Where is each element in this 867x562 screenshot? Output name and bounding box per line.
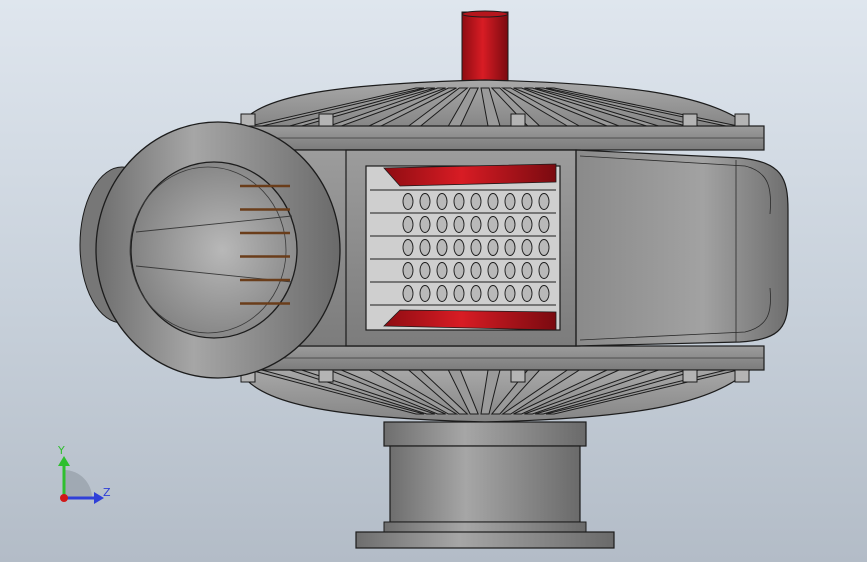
- arrester-hole: [504, 193, 516, 210]
- arrester-hole: [453, 239, 465, 256]
- bolt-head: [510, 113, 526, 127]
- arrester-hole: [436, 193, 448, 210]
- arrester-hole: [487, 193, 499, 210]
- upper-flange[interactable]: [235, 125, 765, 151]
- arrester-hole: [504, 239, 516, 256]
- lower-flange[interactable]: [235, 345, 765, 371]
- arrester-hole: [402, 216, 414, 233]
- arrester-hole: [504, 262, 516, 279]
- arrester-hole: [453, 193, 465, 210]
- arrester-hole: [470, 193, 482, 210]
- arrester-hole: [504, 285, 516, 302]
- arrester-hole: [402, 239, 414, 256]
- arrester-hole: [521, 216, 533, 233]
- arrester-window[interactable]: [345, 149, 577, 347]
- upper-dome[interactable]: [236, 79, 754, 129]
- arrester-hole: [419, 262, 431, 279]
- arrester-hole: [487, 285, 499, 302]
- arrester-hole: [419, 285, 431, 302]
- lower-dome[interactable]: [237, 367, 754, 423]
- arrester-hole: [470, 285, 482, 302]
- arrester-hole: [470, 239, 482, 256]
- arrester-hole: [419, 239, 431, 256]
- bolt-head: [318, 113, 334, 127]
- outlet-hood[interactable]: [575, 149, 789, 347]
- bolt-head: [734, 113, 750, 127]
- triad-z-label: Z: [103, 486, 111, 499]
- arrester-hole: [436, 262, 448, 279]
- bolt-head: [510, 369, 526, 383]
- flange-bolts: [240, 113, 750, 383]
- bottom-nozzle[interactable]: [355, 421, 615, 549]
- inlet-pipe[interactable]: [79, 121, 341, 379]
- bolt-head: [734, 369, 750, 383]
- bolt-head: [682, 369, 698, 383]
- arrester-hole: [538, 239, 550, 256]
- triad-y-label: Y: [57, 444, 65, 457]
- arrester-hole: [470, 216, 482, 233]
- arrester-hole: [436, 216, 448, 233]
- arrester-hole: [521, 262, 533, 279]
- bolt-head: [682, 113, 698, 127]
- arrester-hole: [521, 239, 533, 256]
- arrester-hole: [419, 193, 431, 210]
- arrester-hole: [436, 239, 448, 256]
- arrester-hole: [436, 285, 448, 302]
- arrester-hole: [487, 239, 499, 256]
- bolt-head: [318, 369, 334, 383]
- arrester-hole: [419, 216, 431, 233]
- arrester-hole: [538, 216, 550, 233]
- spindle[interactable]: [461, 10, 509, 87]
- arrester-hole: [402, 193, 414, 210]
- arrester-hole: [453, 216, 465, 233]
- arrester-hole: [521, 285, 533, 302]
- arrester-hole: [487, 216, 499, 233]
- arrester-hole: [538, 262, 550, 279]
- orientation-triad: Y Z: [57, 444, 111, 504]
- arrester-hole: [504, 216, 516, 233]
- arrester-hole: [453, 262, 465, 279]
- arrester-hole: [470, 262, 482, 279]
- arrester-hole: [538, 285, 550, 302]
- arrester-hole: [453, 285, 465, 302]
- arrester-hole: [487, 262, 499, 279]
- arrester-hole: [538, 193, 550, 210]
- arrester-hole: [402, 285, 414, 302]
- arrester-hole: [521, 193, 533, 210]
- arrester-hole: [402, 262, 414, 279]
